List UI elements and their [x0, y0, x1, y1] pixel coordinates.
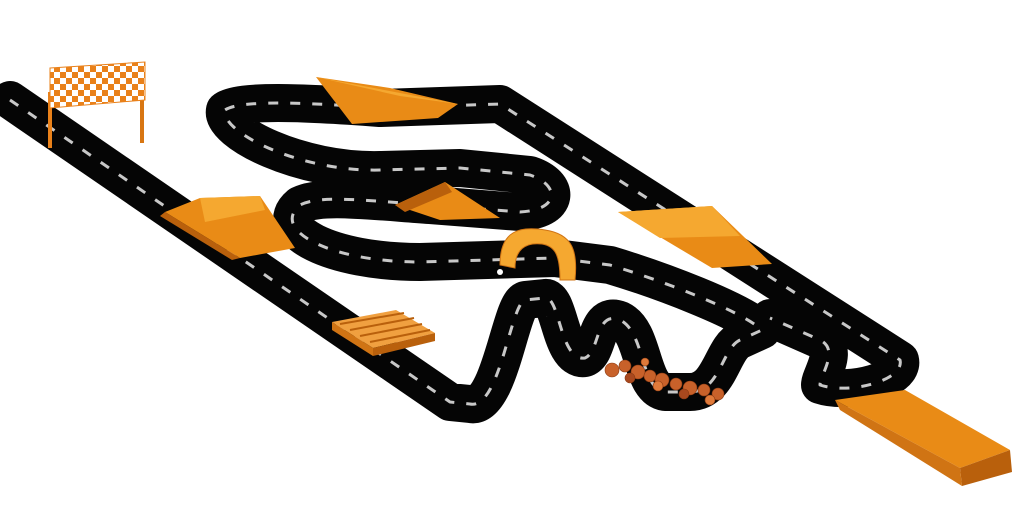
- lane-marking: [9, 98, 902, 406]
- ramp-icon: [160, 196, 295, 260]
- ramp-icon: [835, 390, 1012, 486]
- ramp-icon: [395, 182, 500, 220]
- track: [0, 81, 920, 423]
- checkered-flag-icon: [48, 61, 146, 148]
- pallet-icon: [332, 310, 435, 356]
- ramp-icon: [618, 206, 772, 268]
- road-surface: [0, 81, 920, 423]
- ramp-icon: [316, 77, 458, 124]
- loop-icon: [497, 228, 577, 281]
- rocks-icon: [604, 357, 725, 406]
